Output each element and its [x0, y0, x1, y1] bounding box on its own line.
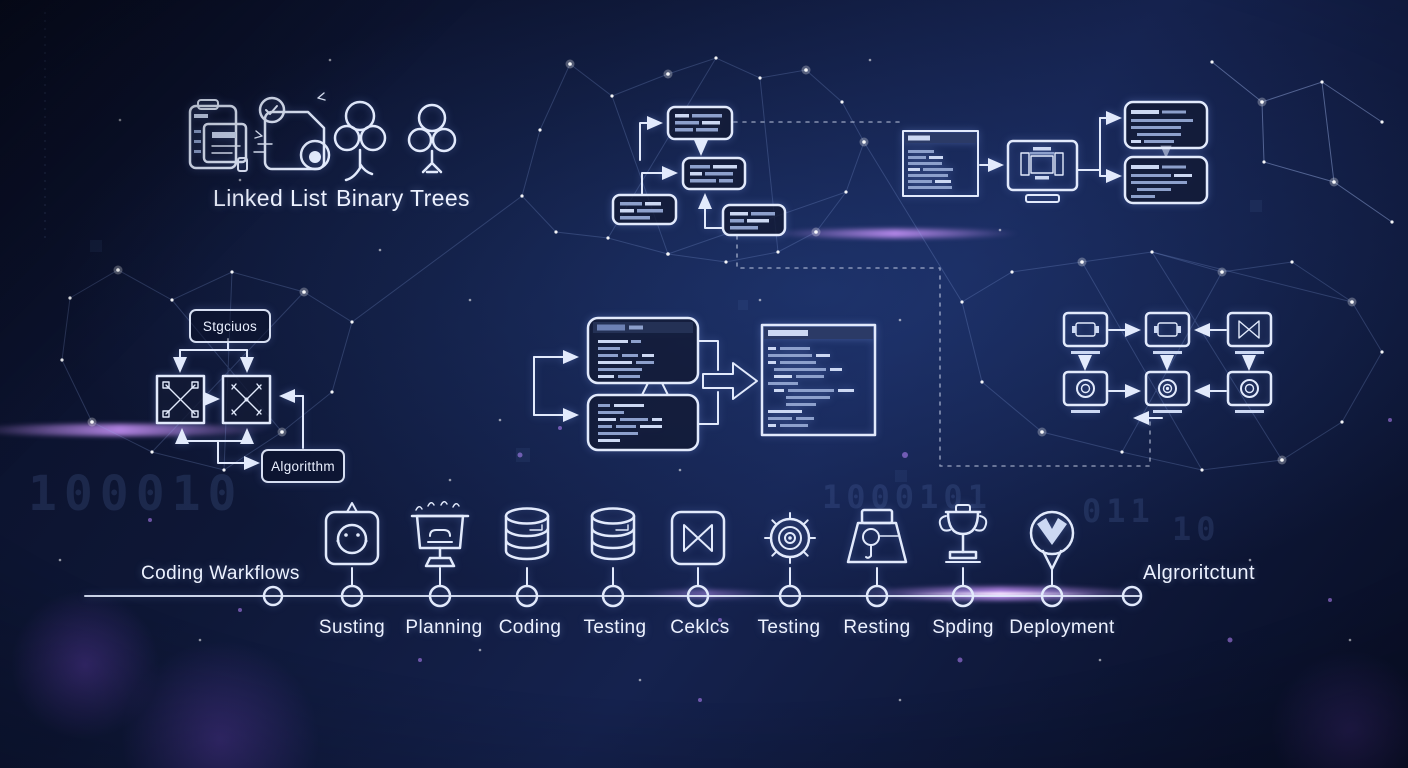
left-flowchart — [155, 338, 304, 470]
result-box — [1123, 155, 1209, 205]
binary-trees-label: Binary Trees — [336, 185, 470, 211]
lens-monitor-icon — [1062, 370, 1109, 413]
right-monitor-grid — [1062, 311, 1273, 425]
timeline-left-label: Coding Warkflows — [141, 563, 300, 584]
timeline-step-label: Deployment — [1009, 617, 1115, 638]
bot-face-icon — [324, 502, 380, 566]
top-right-flow — [902, 100, 1209, 205]
weight-search-icon — [846, 508, 908, 564]
chip-monitor-icon — [1144, 311, 1191, 354]
result-box — [1123, 100, 1209, 150]
code-window-top — [586, 316, 700, 385]
timeline-step-label: Spding — [932, 617, 994, 638]
code-window-large — [760, 323, 877, 437]
algorithm-box-label: Algoritthm — [271, 458, 335, 474]
linked-list-label: Linked List — [213, 185, 328, 211]
binary-fragment: 1000101 — [822, 478, 992, 516]
database-icon — [590, 507, 636, 561]
timeline-step-label: Susting — [318, 617, 386, 638]
code-editor-window — [902, 130, 979, 197]
timeline-step-label: Coding — [498, 617, 562, 638]
tree-icon — [333, 100, 387, 182]
binary-fragment: 011 — [1082, 492, 1155, 530]
timeline-step-label: Testing — [583, 617, 647, 638]
timeline-step-label: Ceklcs — [670, 617, 730, 638]
lens-monitor-icon — [1226, 370, 1273, 413]
binary-fragment: 100010 — [28, 466, 243, 522]
presentation-board-icon — [410, 501, 470, 568]
middle-code-flow — [533, 316, 877, 452]
pin-check-icon — [1029, 510, 1075, 571]
lens-monitor-icon — [1144, 370, 1191, 413]
algorithm-box: Algoritthm — [261, 449, 345, 483]
structure-box: Stgciuos — [189, 309, 271, 343]
timeline-step-label: Planning — [405, 617, 483, 638]
binary-fragment: 10 — [1172, 510, 1221, 548]
timeline — [84, 501, 1143, 608]
documents-icon — [188, 99, 248, 172]
chip-monitor-icon — [1062, 311, 1109, 354]
timeline-right-label: Algroritctunt — [1143, 562, 1255, 584]
timeline-step-label: Resting — [843, 617, 911, 638]
code-window-bottom — [586, 393, 700, 452]
gear-eye-icon — [764, 512, 816, 564]
monitor-components-icon — [1006, 139, 1079, 203]
timeline-step-label: Testing — [757, 617, 821, 638]
bowtie-monitor-icon — [1226, 311, 1273, 354]
block-arrow-right — [702, 362, 758, 400]
bowtie-box-icon — [670, 510, 726, 566]
structure-box-label: Stgciuos — [202, 318, 258, 334]
database-icon — [504, 507, 550, 561]
code-shield-icon — [253, 92, 331, 171]
tree-icon — [407, 103, 457, 174]
